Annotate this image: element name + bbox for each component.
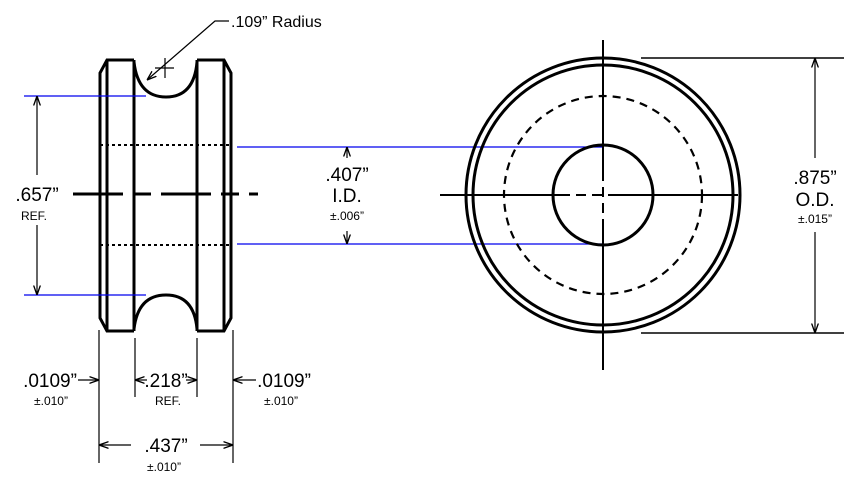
left-chamfer-value: .0109” [23,371,77,392]
groove-dim-note: REF. [155,394,181,408]
id-dim-label: I.D. [332,186,362,207]
id-dim-tol: ±.006” [330,209,364,223]
top-groove-arc [132,61,199,99]
bottom-groove-arc [132,293,199,330]
radius-label: .109” Radius [231,14,322,31]
id-dim-value: .407” [325,165,368,186]
right-chamfer-value: .0109” [257,371,311,392]
od-dim-tol: ±.015” [798,212,832,226]
width-dim-value: .437” [144,436,187,457]
width-dim-tol: ±.010” [147,460,181,474]
groove-dim-value: .218” [144,371,187,392]
right-chamfer-tol: ±.010” [264,394,298,408]
height-dim-note: REF. [21,209,47,223]
left-chamfer-tol: ±.010” [34,394,68,408]
od-dim-value: .875” [793,168,836,189]
radius-leader [147,20,229,80]
height-dim-value: .657” [15,185,58,206]
od-dim-label: O.D. [795,190,834,211]
end-view [440,40,762,370]
side-view [73,20,258,333]
